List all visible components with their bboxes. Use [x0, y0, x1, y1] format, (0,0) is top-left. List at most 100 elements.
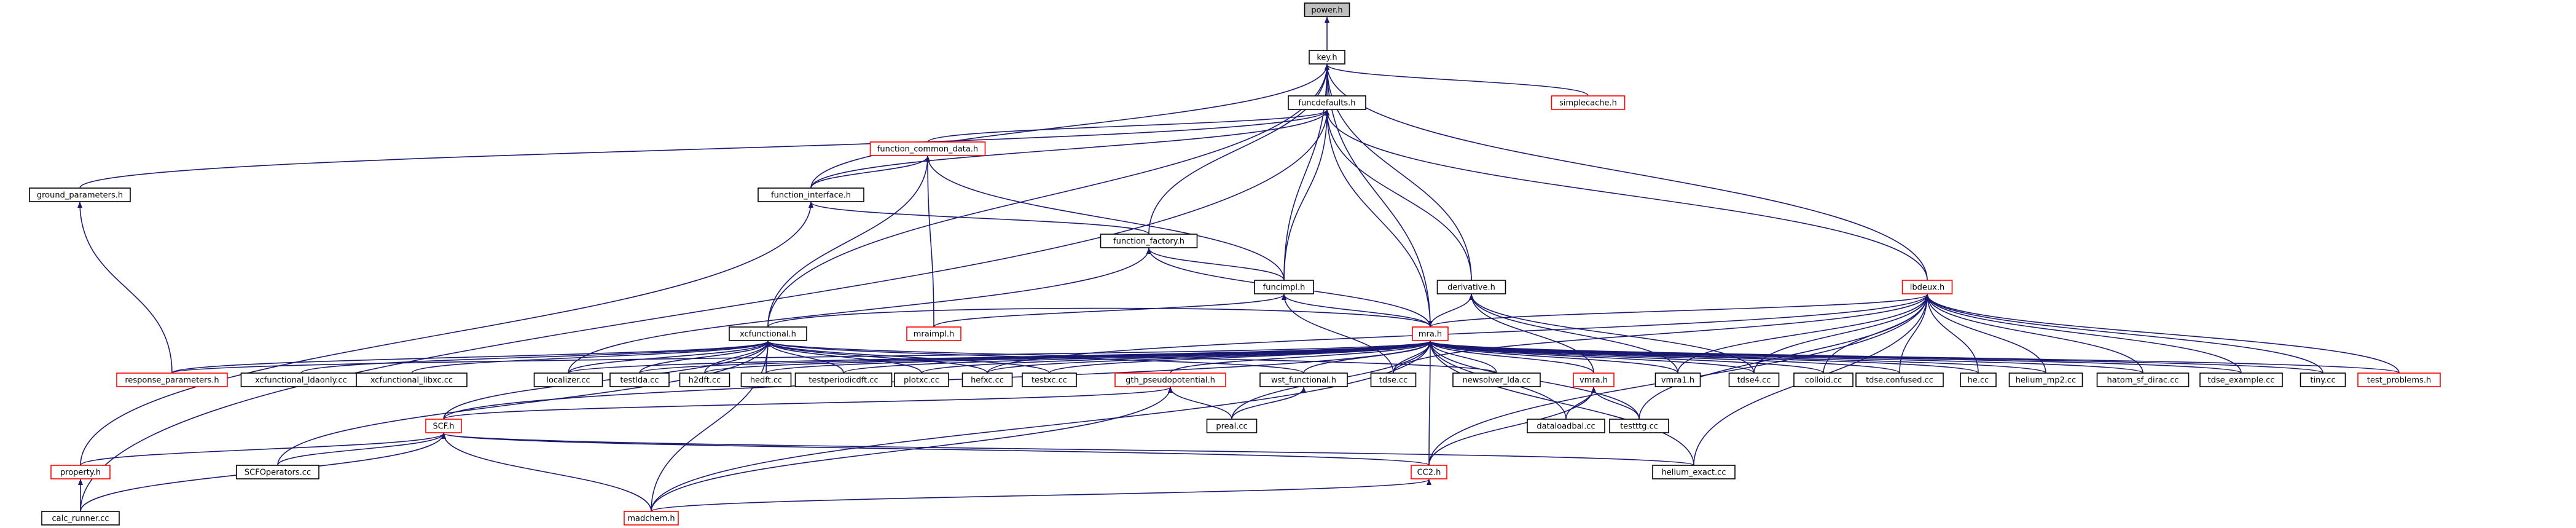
node-box: [356, 372, 468, 387]
node-box: [758, 187, 864, 202]
edge-function-common-data-h-to-funcdefaults-h: [927, 109, 1329, 143]
node-label: hedft.cc: [750, 376, 782, 385]
node-box: [961, 372, 1013, 387]
edge-tiny-cc-to-mra-h: [1428, 341, 2323, 374]
node-box: [236, 465, 319, 479]
edge-hatom-sf-dirac-cc-to-mra-h: [1428, 341, 2143, 374]
node-property-h[interactable]: property.h: [50, 465, 111, 479]
node-key-h[interactable]: key.h: [1309, 50, 1345, 65]
edge-helium-exact-cc-to-scf-h: [441, 433, 1694, 466]
node-colloid-cc[interactable]: colloid.cc: [1793, 372, 1854, 387]
node-label: xcfunctional_ldaonly.cc: [255, 376, 347, 385]
edge-hefxc-cc-to-xcfunctional-h: [765, 341, 988, 374]
node-box: [1412, 326, 1449, 341]
node-box: [1551, 95, 1626, 110]
edge-function-factory-h-to-function-interface-h: [808, 202, 1149, 235]
edge-hatom-sf-dirac-cc-to-lbdeux-h: [1925, 294, 2143, 374]
edge-xcfunctional-libxc-cc-to-xcfunctional-h: [411, 341, 770, 374]
node-scf-h[interactable]: SCF.h: [425, 419, 462, 433]
node-cc2-h[interactable]: CC2.h: [1411, 465, 1447, 479]
node-power-h[interactable]: power.h: [1304, 2, 1350, 17]
edge-testttg-cc-to-vmra-h: [1591, 387, 1640, 420]
node-tdse-confused-cc[interactable]: tdse.confused.cc: [1855, 372, 1944, 387]
node-funcdefaults-h[interactable]: funcdefaults.h: [1288, 95, 1366, 110]
node-mra-h[interactable]: mra.h: [1412, 326, 1449, 341]
edge-madchem-h-to-cc2-h: [651, 479, 1431, 512]
node-label: xcfunctional.h: [740, 330, 796, 339]
node-label: vmra1.h: [1661, 376, 1694, 385]
edge-cc2-h-to-scf-h: [441, 433, 1430, 466]
node-tdse-cc[interactable]: tdse.cc: [1370, 372, 1417, 387]
node-calc-runner-cc[interactable]: calc_runner.cc: [41, 511, 120, 526]
node-xcfunctional-libxc-cc[interactable]: xcfunctional_libxc.cc: [356, 372, 468, 387]
node-box: [1114, 372, 1226, 387]
node-preal-cc[interactable]: preal.cc: [1206, 419, 1258, 433]
node-plotxc-cc[interactable]: plotxc.cc: [894, 372, 949, 387]
node-vmra-h[interactable]: vmra.h: [1573, 372, 1615, 387]
node-response-parameters-h[interactable]: response_parameters.h: [116, 372, 228, 387]
node-box: [2357, 372, 2441, 387]
node-he-cc[interactable]: he.cc: [1960, 372, 1997, 387]
node-testttg-cc[interactable]: testttg.cc: [1609, 419, 1669, 433]
node-vmra1-h[interactable]: vmra1.h: [1654, 372, 1701, 387]
node-box: [1022, 372, 1077, 387]
node-xcfunctional-h[interactable]: xcfunctional.h: [729, 326, 807, 341]
node-label: testttg.cc: [1620, 422, 1658, 431]
nodes-layer: power.h key.h simplecache.h funcdefaults.h f…: [29, 2, 2441, 526]
node-testlda-cc[interactable]: testlda.cc: [609, 372, 670, 387]
node-h2dft-cc[interactable]: h2dft.cc: [679, 372, 730, 387]
node-helium-exact-cc[interactable]: helium_exact.cc: [1652, 465, 1736, 479]
node-dataloadbal-cc[interactable]: dataloadbal.cc: [1527, 419, 1605, 433]
edge-simplecache-h-to-key-h: [1325, 64, 1589, 97]
node-gth-pseudopotential-h[interactable]: gth_pseudopotential.h: [1114, 372, 1226, 387]
edge-tdse-cc-to-funcimpl-h: [1282, 294, 1394, 374]
node-madchem-h[interactable]: madchem.h: [624, 511, 679, 526]
edge-testlda-cc-to-xcfunctional-h: [639, 341, 770, 374]
edge-mra-h-to-key-h: [1325, 64, 1431, 328]
node-label: ground_parameters.h: [37, 191, 123, 200]
node-label: tdse.confused.cc: [1866, 376, 1933, 385]
edges-layer: [77, 17, 2400, 512]
edge-preal-cc-to-gth-pseudopotential-h: [1168, 387, 1232, 420]
node-localizer-cc[interactable]: localizer.cc: [533, 372, 603, 387]
node-test-problems-h[interactable]: test_problems.h: [2357, 372, 2441, 387]
node-ground-parameters-h[interactable]: ground_parameters.h: [29, 187, 131, 202]
node-scfoperators-cc[interactable]: SCFOperators.cc: [236, 465, 319, 479]
edge-cc2-h-to-vmra-h: [1428, 387, 1596, 466]
node-testxc-cc[interactable]: testxc.cc: [1022, 372, 1077, 387]
node-box: [1304, 2, 1350, 17]
node-label: localizer.cc: [546, 376, 590, 385]
node-derivative-h[interactable]: derivative.h: [1436, 280, 1506, 294]
node-helium-mp2-cc[interactable]: helium_mp2.cc: [2008, 372, 2083, 387]
node-box: [116, 372, 228, 387]
node-xcfunctional-ldaonly-cc[interactable]: xcfunctional_ldaonly.cc: [240, 372, 362, 387]
node-testperiodicdft-cc[interactable]: testperiodicdft.cc: [794, 372, 893, 387]
node-tdse4-cc[interactable]: tdse4.cc: [1728, 372, 1780, 387]
edge-madchem-h-to-scf-h: [441, 433, 652, 512]
node-tdse-example-cc[interactable]: tdse_example.cc: [2199, 372, 2283, 387]
node-hatom-sf-dirac-cc[interactable]: hatom_sf_dirac.cc: [2096, 372, 2190, 387]
node-wst-functional-h[interactable]: wst_functional.h: [1259, 372, 1348, 387]
edge-vmra-h-to-mra-h: [1428, 341, 1594, 374]
node-label: simplecache.h: [1559, 99, 1617, 108]
node-label: property.h: [60, 468, 101, 478]
node-tiny-cc[interactable]: tiny.cc: [2300, 372, 2346, 387]
node-box: [869, 141, 986, 156]
node-function-common-data-h[interactable]: function_common_data.h: [869, 141, 986, 156]
node-mraimpl-h[interactable]: mraimpl.h: [906, 326, 961, 341]
node-hedft-cc[interactable]: hedft.cc: [740, 372, 792, 387]
node-label: preal.cc: [1216, 422, 1247, 431]
node-lbdeux-h[interactable]: lbdeux.h: [1901, 280, 1953, 294]
node-function-interface-h[interactable]: function_interface.h: [758, 187, 864, 202]
node-function-factory-h[interactable]: function_factory.h: [1100, 234, 1198, 248]
node-box: [740, 372, 792, 387]
node-label: testlda.cc: [620, 376, 659, 385]
node-funcimpl-h[interactable]: funcimpl.h: [1254, 280, 1314, 294]
node-hefxc-cc[interactable]: hefxc.cc: [961, 372, 1013, 387]
node-box: [1254, 280, 1314, 294]
node-box: [1527, 419, 1605, 433]
node-simplecache-h[interactable]: simplecache.h: [1551, 95, 1626, 110]
node-label: hatom_sf_dirac.cc: [2107, 376, 2179, 385]
node-newsolver-lda-cc[interactable]: newsolver_lda.cc: [1452, 372, 1541, 387]
node-label: key.h: [1317, 53, 1337, 63]
